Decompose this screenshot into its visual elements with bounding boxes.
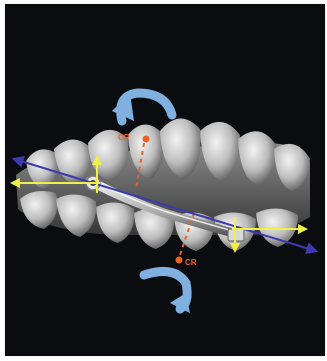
diagram-canvas: CR CR — [4, 3, 326, 357]
cr-label-top: CR — [118, 133, 130, 142]
cr-label-bottom: CR — [185, 258, 197, 267]
cr-marker-bottom — [176, 257, 183, 264]
orthodontic-diagram: CR CR — [4, 3, 326, 357]
cr-marker-top — [143, 136, 150, 143]
